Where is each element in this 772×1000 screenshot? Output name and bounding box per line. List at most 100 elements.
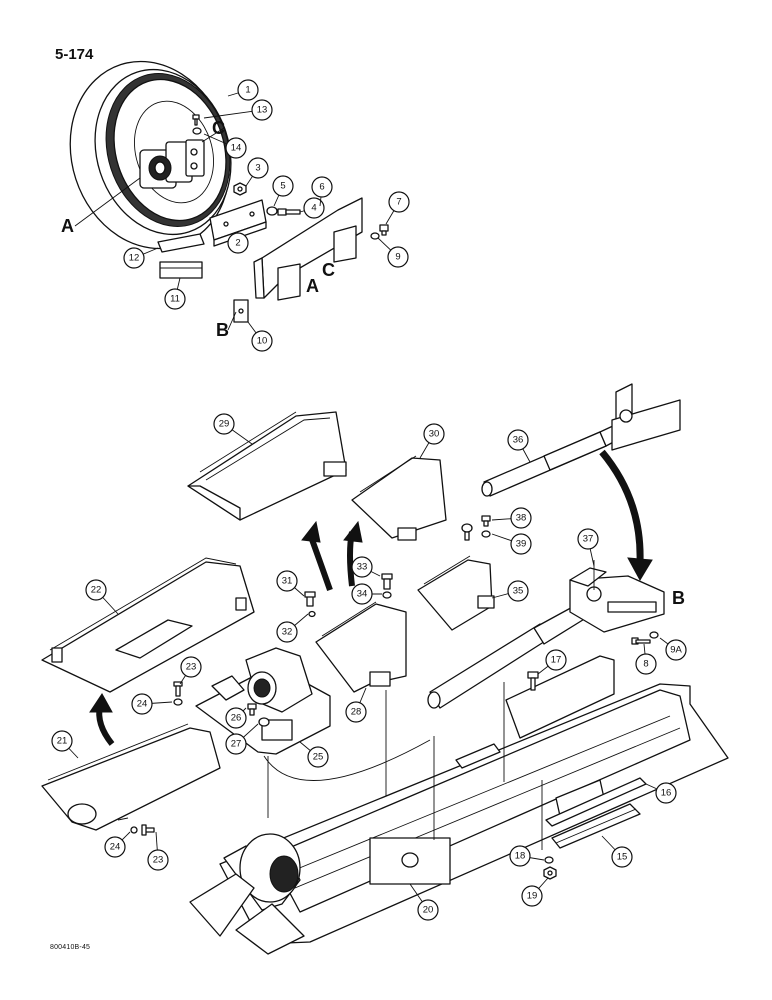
washer-9 [370,232,380,240]
washer-18 [544,856,554,864]
callout-circle [272,175,294,197]
callout-circle [345,701,367,723]
support-28 [315,601,407,810]
callout-circle [351,556,373,578]
callout-number: 6 [319,182,324,193]
arrow-curved-down [599,449,653,582]
callout-circle [227,232,249,254]
washer-9a [649,631,659,639]
callout-4: 4 [299,197,325,219]
callout-2: 2 [227,232,249,254]
bolt-38 [481,515,491,527]
washer-34 [382,591,392,599]
callout-circle [276,621,298,643]
guard-6 [253,197,363,301]
callout-number: 32 [282,627,293,638]
view-letter-a-top: A [61,216,74,236]
cover-22 [41,557,255,693]
callout-circle [303,197,325,219]
callout-circle [104,836,126,858]
callout-7: 7 [385,191,410,225]
callout-27: 27 [225,723,259,755]
callout-number: 12 [129,253,140,264]
callout-23: 23 [179,656,202,685]
callout-25: 25 [299,741,329,768]
callout-6: 6 [311,176,333,207]
arrow-curved-left [301,520,363,591]
callout-23: 23 [147,831,169,871]
callout-number: 4 [311,203,316,214]
nut-3 [233,182,247,196]
washer-32 [308,610,316,618]
callout-number: 2 [235,238,240,249]
callout-number: 23 [153,855,164,866]
shaft-36 [481,383,681,497]
view-letter-b-plate: B [216,320,229,340]
pillow-block-25 [195,647,331,818]
callout-number: 1 [245,85,250,96]
callout-8: 8 [635,643,657,675]
callout-circle [655,782,677,804]
callout-circle [611,846,633,868]
callout-circle [510,507,532,529]
callout-circle [351,583,373,605]
callout-36: 36 [507,429,531,463]
callout-15: 15 [601,835,633,868]
callout-number: 31 [282,576,293,587]
callout-circle [387,246,409,268]
bolt-13 [192,114,200,126]
washer-39 [481,530,491,538]
callout-number: 24 [137,699,148,710]
bolt-23-lower [141,824,155,836]
callout-circle [131,693,153,715]
callout-number: 15 [617,852,628,863]
callout-number: 37 [583,534,594,545]
callout-number: 14 [231,143,242,154]
callout-number: 27 [231,739,242,750]
callout-number: 11 [170,294,180,305]
callout-circle [251,330,273,352]
drawing-code: 800410B-45 [50,944,91,951]
shim-12 [157,233,205,253]
callout-circle [164,288,186,310]
callout-number: 5 [280,181,285,192]
callout-33: 33 [351,556,381,578]
callout-number: 23 [186,662,197,673]
callout-29: 29 [213,413,253,445]
bracket-35 [417,555,495,631]
callout-number: 24 [110,842,121,853]
callout-number: 18 [515,851,526,862]
callout-number: 7 [396,197,401,208]
callout-19: 19 [521,877,549,907]
callout-9: 9 [377,237,409,268]
bolt-31 [304,591,316,607]
callout-16: 16 [645,782,677,804]
washer-14 [192,127,202,135]
callout-number: 10 [257,336,268,347]
bolt-26 [247,703,257,716]
callout-number: 25 [313,752,324,763]
callout-18: 18 [509,845,545,867]
callout-circle [577,528,599,550]
callout-circle [85,579,107,601]
callout-circle [507,429,529,451]
callout-circle [237,79,259,101]
callout-number: 26 [231,713,242,724]
callout-38: 38 [491,507,532,529]
washer-24-lower [130,826,138,834]
callout-34: 34 [351,583,382,605]
shaft-37 [427,560,665,709]
callout-31: 31 [276,570,305,597]
callout-circle [123,247,145,269]
idler-wheel [69,60,232,250]
callout-circle [276,570,298,592]
page-number: 5-174 [55,46,94,63]
callout-number: 39 [516,539,527,550]
callout-circle [311,176,333,198]
bolt-4 [277,208,301,216]
callout-circle [225,137,247,159]
callout-circle [423,423,445,445]
callout-circle [51,730,73,752]
callout-circle [247,157,269,179]
